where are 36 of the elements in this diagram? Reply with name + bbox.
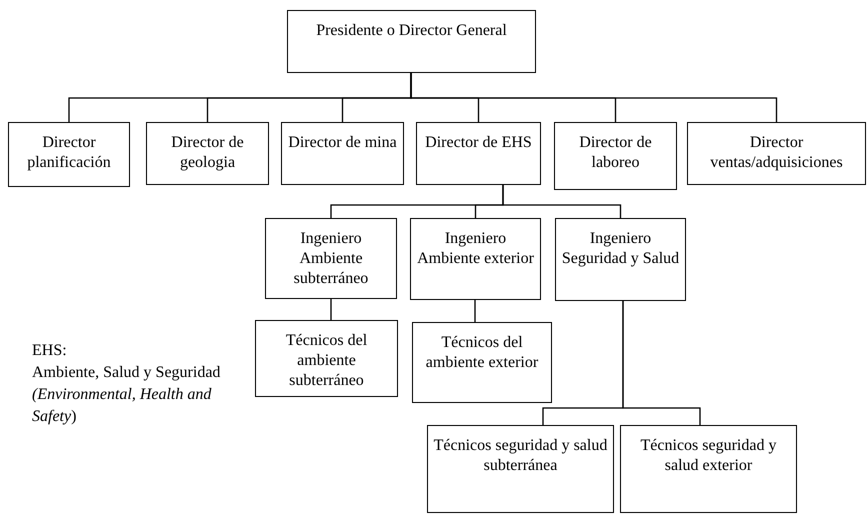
box-label: Director planificación [26,133,112,173]
box-label: Técnicos seguridad y salud subterránea [432,436,608,476]
org-box [281,122,404,185]
box-label: Ingeniero Ambiente subterráneo [292,229,370,289]
org-box [427,425,614,513]
box-label: Presidente o Director General [316,21,507,41]
connector-line [622,301,701,425]
box-label: Director de laboreo [578,133,653,173]
note-text: EHS: [32,341,68,361]
box-label: Técnicos del ambiente subterráneo [284,331,368,391]
box-label: Técnicos seguridad y salud exterior [640,436,778,476]
org-box [555,218,686,301]
org-box [554,122,677,190]
org-box [416,122,541,185]
org-box [265,218,397,299]
box-label: Ingeniero Seguridad y Salud [560,229,680,269]
org-box [146,122,269,185]
box-label: Director de mina [288,133,397,153]
connector-line [474,300,476,322]
org-box [620,425,797,513]
org-box [287,10,536,73]
note-text: Ambiente, Salud y Seguridad [32,363,222,383]
connector-line [502,185,622,218]
box-label: Director de EHS [425,133,532,153]
org-box [687,122,866,185]
connector-line [330,299,332,320]
box-label: Técnicos del ambiente exterior [424,333,540,373]
box-label: Ingeniero Ambiente exterior [416,229,535,269]
box-label: Director de geologia [170,133,245,173]
note-text: (Environmental, Health and Safety) [32,385,212,427]
org-box [8,122,130,187]
org-box [410,218,541,300]
box-label: Director ventas/adquisiciones [709,133,844,173]
org-box [255,320,398,397]
connector-line [410,73,778,122]
org-box [412,322,552,403]
